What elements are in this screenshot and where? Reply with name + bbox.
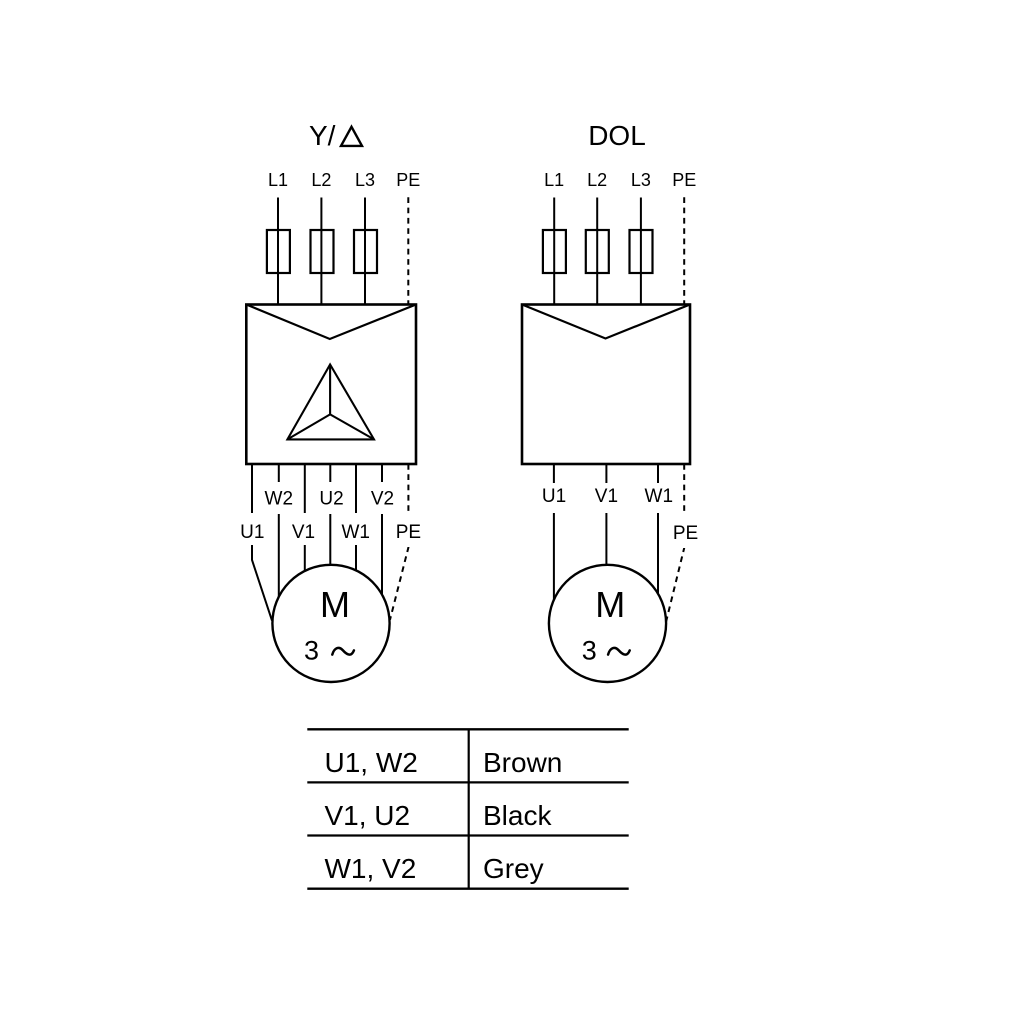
- svg-text:Black: Black: [483, 800, 552, 831]
- svg-text:V1, U2: V1, U2: [325, 800, 411, 831]
- svg-text:Brown: Brown: [483, 747, 562, 778]
- svg-text:L1: L1: [268, 170, 288, 190]
- svg-text:PE: PE: [672, 170, 696, 190]
- svg-text:DOL: DOL: [588, 120, 646, 151]
- svg-text:M: M: [320, 584, 350, 625]
- svg-text:PE: PE: [396, 170, 420, 190]
- svg-text:Grey: Grey: [483, 853, 544, 884]
- svg-text:W1: W1: [645, 486, 674, 507]
- svg-text:Y/: Y/: [309, 120, 336, 151]
- svg-text:V1: V1: [292, 522, 315, 543]
- svg-text:W1: W1: [341, 522, 370, 543]
- svg-text:V1: V1: [595, 486, 618, 507]
- svg-text:L1: L1: [544, 170, 564, 190]
- svg-text:L3: L3: [631, 170, 651, 190]
- svg-text:U1: U1: [542, 486, 566, 507]
- svg-text:PE: PE: [396, 522, 421, 543]
- svg-text:W2: W2: [265, 489, 294, 510]
- svg-text:PE: PE: [673, 523, 698, 544]
- svg-text:L2: L2: [311, 170, 331, 190]
- svg-text:3: 3: [304, 636, 319, 666]
- svg-text:U2: U2: [319, 489, 343, 510]
- svg-text:L3: L3: [355, 170, 375, 190]
- svg-text:M: M: [595, 584, 625, 625]
- svg-text:V2: V2: [371, 489, 394, 510]
- svg-text:L2: L2: [587, 170, 607, 190]
- svg-text:W1, V2: W1, V2: [325, 853, 417, 884]
- svg-text:U1: U1: [240, 522, 264, 543]
- svg-text:3: 3: [582, 636, 597, 666]
- svg-text:U1, W2: U1, W2: [325, 747, 418, 778]
